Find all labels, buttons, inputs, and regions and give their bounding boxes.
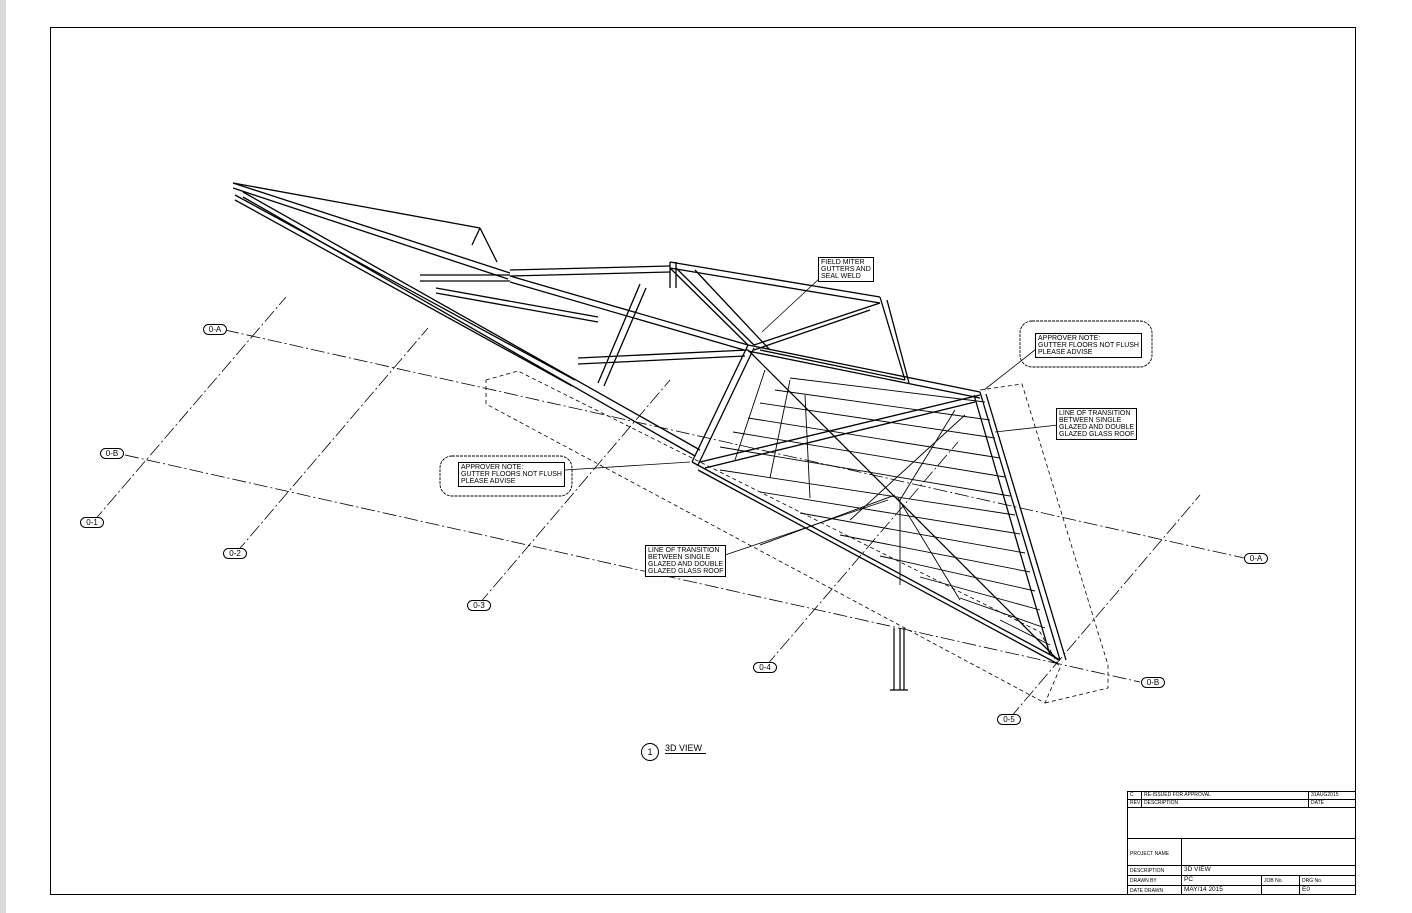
rev-date: 31AUG2015 bbox=[1311, 792, 1339, 798]
revision-row: C RE-ISSUED FOR APPROVAL 31AUG2015 bbox=[1128, 792, 1355, 800]
grid-label-5: 0-5 bbox=[997, 714, 1021, 725]
grid-label-a-right: 0-A bbox=[1244, 553, 1268, 564]
revision-header-row: REV DESCRIPTION DATE bbox=[1128, 800, 1355, 808]
revision-clouds bbox=[439, 320, 1153, 497]
date-drawn-label: DATE DRAWN bbox=[1128, 886, 1182, 895]
grid-label-1: 0-1 bbox=[80, 517, 104, 528]
grid-label-b-left: 0-B bbox=[100, 448, 124, 459]
job-no-label: JOB No. bbox=[1262, 876, 1300, 885]
grid-label-4: 0-4 bbox=[753, 662, 777, 673]
triangular-roof-frame bbox=[691, 344, 1067, 665]
drawing-sheet-border bbox=[50, 27, 1356, 895]
drawn-by-label: DRAWN BY bbox=[1128, 876, 1182, 885]
date-header: DATE bbox=[1311, 800, 1324, 806]
note-transition-right: LINE OF TRANSITION BETWEEN SINGLE GLAZED… bbox=[1056, 408, 1138, 440]
view-title-text: 3D VIEW bbox=[665, 743, 707, 754]
date-drawn-value: MAY/14 2015 bbox=[1182, 886, 1262, 895]
grid-lines bbox=[92, 296, 1245, 719]
grid-label-2: 0-2 bbox=[223, 548, 247, 559]
drawn-by-row: DRAWN BY PC JOB No. DRG No. bbox=[1128, 876, 1355, 886]
drg-no-label: DRG No. bbox=[1302, 878, 1323, 884]
project-name-label: PROJECT NAME bbox=[1128, 839, 1182, 865]
note-field-miter: FIELD MITER GUTTERS AND SEAL WELD bbox=[818, 257, 874, 282]
job-no-value bbox=[1262, 886, 1300, 895]
view-number-bubble: 1 bbox=[641, 743, 659, 761]
support-column bbox=[890, 628, 908, 691]
blank-row bbox=[1128, 808, 1355, 839]
description-label: DESCRIPTION bbox=[1128, 866, 1182, 875]
roof-purlins bbox=[719, 369, 1051, 646]
upper-frame bbox=[509, 261, 981, 399]
grid-label-a-left: 0-A bbox=[203, 324, 227, 335]
note-transition-left: LINE OF TRANSITION BETWEEN SINGLE GLAZED… bbox=[645, 545, 727, 577]
description-row: DESCRIPTION 3D VIEW bbox=[1128, 866, 1355, 876]
project-name-row: PROJECT NAME bbox=[1128, 839, 1355, 866]
description-value: 3D VIEW bbox=[1184, 866, 1211, 873]
drg-no-value: E0 bbox=[1302, 886, 1310, 893]
left-margin-bar bbox=[0, 0, 6, 913]
rev-code: C bbox=[1128, 792, 1142, 799]
left-arm-frame bbox=[232, 182, 701, 457]
description-header: DESCRIPTION bbox=[1142, 800, 1309, 807]
note-approver-left: APPROVER NOTE: GUTTER FLOORS NOT FLUSH P… bbox=[458, 462, 565, 487]
note-approver-top: APPROVER NOTE: GUTTER FLOORS NOT FLUSH P… bbox=[1035, 333, 1142, 358]
note-leaders bbox=[564, 277, 1059, 557]
glazing-zone-outline bbox=[485, 370, 1109, 704]
title-block: C RE-ISSUED FOR APPROVAL 31AUG2015 REV D… bbox=[1127, 791, 1356, 895]
grid-label-3: 0-3 bbox=[467, 600, 491, 611]
rev-description: RE-ISSUED FOR APPROVAL bbox=[1142, 792, 1309, 799]
date-drawn-row: DATE DRAWN MAY/14 2015 E0 bbox=[1128, 886, 1355, 895]
drawn-by-value: PC bbox=[1182, 876, 1262, 885]
rev-header: REV bbox=[1130, 800, 1142, 807]
grid-label-b-right: 0-B bbox=[1141, 677, 1165, 688]
